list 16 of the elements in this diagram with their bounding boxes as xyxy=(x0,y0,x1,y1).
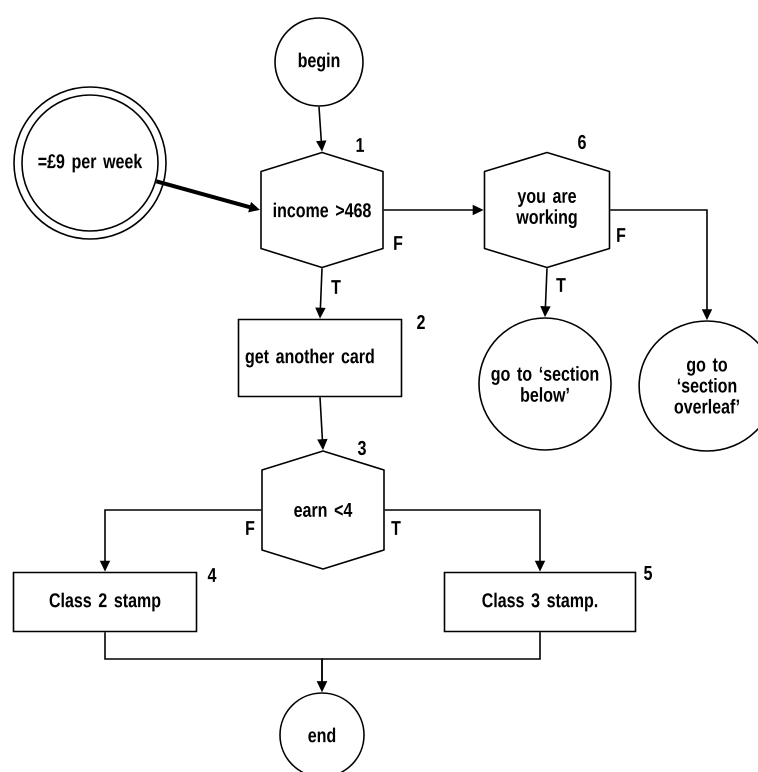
edge-label: F xyxy=(392,235,404,251)
callout-number: 2 xyxy=(417,315,425,329)
edge-label: T xyxy=(330,279,342,295)
decision-hexagon: you are working xyxy=(484,152,610,268)
process-box: get another card xyxy=(238,318,402,398)
decision-hexagon: income >468 xyxy=(260,152,384,268)
callout-number: 6 xyxy=(578,134,586,150)
process-box: Class 2 stamp xyxy=(12,572,198,632)
callout-number: 4 xyxy=(208,568,216,582)
edge-label: T xyxy=(555,277,567,293)
edge-label: T xyxy=(390,520,402,536)
callout-number: 1 xyxy=(356,138,364,152)
callout-number: 5 xyxy=(644,566,652,580)
process-box: Class 3 stamp. xyxy=(444,572,636,632)
edge-label: F xyxy=(615,227,627,243)
edge-label: F xyxy=(244,520,256,536)
